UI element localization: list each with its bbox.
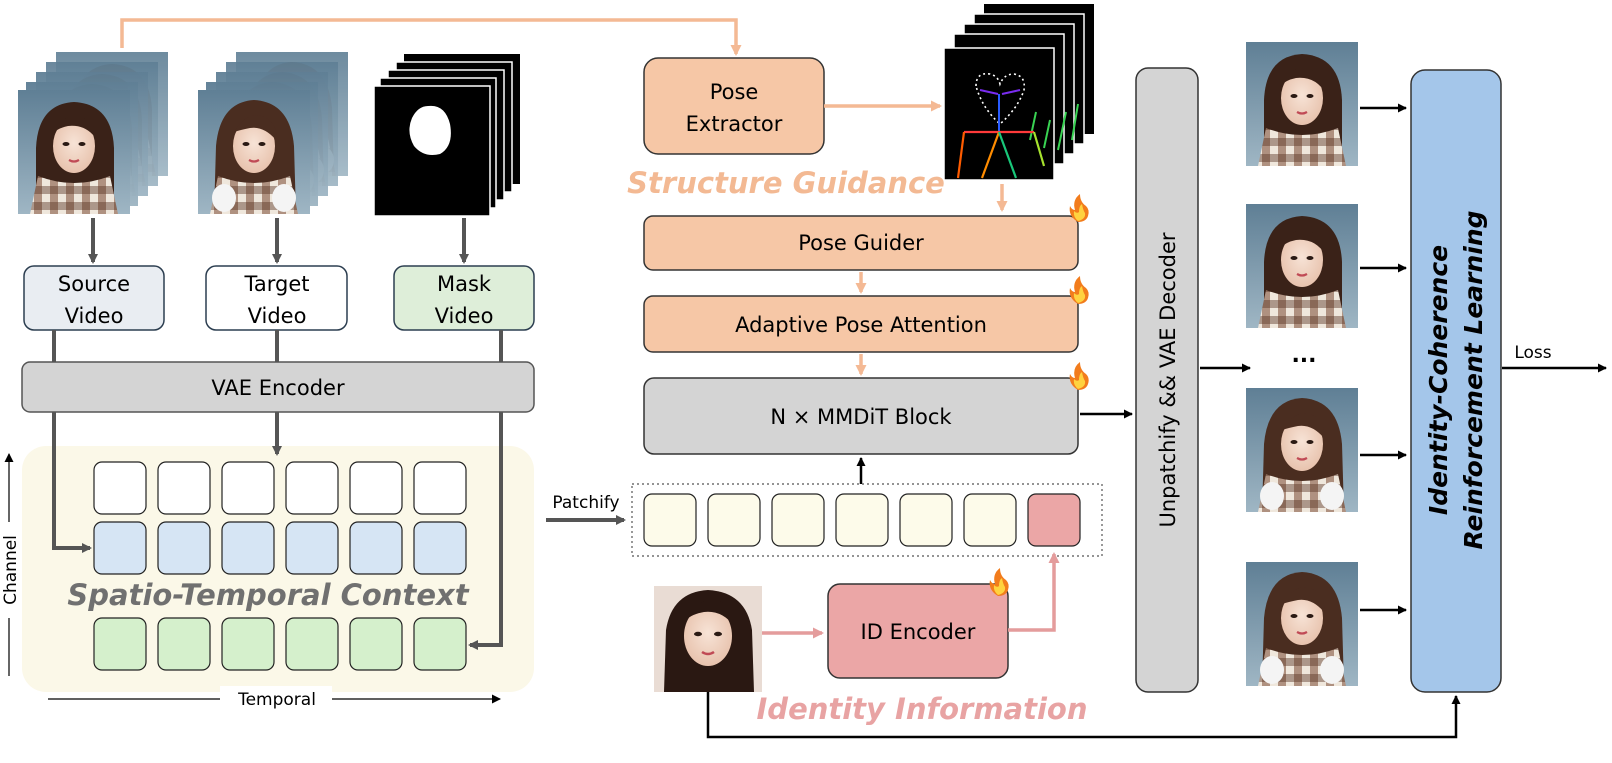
context-cell: [413, 617, 467, 671]
rl-label-line2: Reinforcement Learning: [1459, 210, 1488, 549]
output-frames: ...: [1244, 40, 1360, 688]
context-cell: [285, 617, 339, 671]
token-cell: [707, 493, 761, 547]
id-encoder-box: ID Encoder: [827, 583, 1009, 679]
context-row-green: [93, 617, 467, 671]
source-latent-arrow: [52, 412, 92, 553]
adaptive-pose-attention-box: Adaptive Pose Attention: [643, 295, 1079, 353]
context-cell: [349, 461, 403, 515]
mask-video-frames: [373, 54, 520, 217]
pose-extractor-line2: Extractor: [686, 112, 783, 136]
context-cell: [157, 461, 211, 515]
face-to-rl-arrow: [706, 692, 1461, 739]
mask-label-line2: Video: [435, 304, 494, 328]
outputs-ellipsis: ...: [1291, 343, 1316, 368]
context-grid: [93, 461, 467, 671]
context-panel: [22, 446, 534, 692]
context-cell: [349, 617, 403, 671]
context-label: Spatio-Temporal Context: [67, 578, 469, 612]
context-cell: [157, 521, 211, 575]
id-token-cell: [1027, 493, 1081, 547]
context-row-blue: [93, 521, 467, 575]
source-to-pose-arrow: [120, 18, 742, 56]
rl-label-line1: Identity-Coherence: [1424, 245, 1453, 515]
adaptive-attention-label: Adaptive Pose Attention: [735, 313, 987, 337]
target-video-box: Target Video: [205, 265, 348, 331]
output-frame: [1244, 40, 1360, 168]
token-cell: [643, 493, 697, 547]
mmdit-block-box: N × MMDiT Block: [643, 377, 1079, 455]
context-cell: [221, 617, 275, 671]
id-encoder-label: ID Encoder: [861, 620, 976, 644]
identity-rl-box: Identity-Coherence Reinforcement Learnin…: [1410, 69, 1502, 693]
identity-information-label: Identity Information: [757, 692, 1088, 726]
target-video-frames: [196, 50, 350, 216]
context-cell: [413, 461, 467, 515]
pose-guider-box: Pose Guider: [643, 215, 1079, 271]
target-label-line1: Target: [244, 272, 310, 296]
target-label-line2: Video: [248, 304, 307, 328]
context-cell: [285, 461, 339, 515]
token-sequence: [631, 483, 1103, 557]
source-video-frames: [16, 50, 170, 216]
temporal-axis-label: Temporal: [237, 690, 316, 710]
pose-extractor-line1: Pose: [710, 80, 759, 104]
token-cell: [963, 493, 1017, 547]
context-row-white: [93, 461, 467, 515]
output-frame: [1244, 386, 1360, 514]
mask-latent-arrow: [468, 412, 503, 650]
id-encoder-to-token-arrow: [1008, 552, 1060, 632]
token-cell: [899, 493, 953, 547]
reference-face-image: [654, 586, 762, 692]
structure-guidance-label: Structure Guidance: [627, 166, 945, 200]
patchify-label: Patchify: [552, 493, 619, 513]
context-cell: [221, 521, 275, 575]
mask-label-line1: Mask: [437, 272, 492, 296]
source-label-line1: Source: [58, 272, 130, 296]
mask-video-box: Mask Video: [393, 265, 535, 331]
token-cell: [771, 493, 825, 547]
output-frame: [1244, 560, 1360, 688]
vae-encoder-label: VAE Encoder: [211, 376, 345, 400]
token-cell: [835, 493, 889, 547]
source-video-box: Source Video: [23, 265, 165, 331]
pose-skeleton-frames: [943, 4, 1094, 181]
context-cell: [349, 521, 403, 575]
pose-extractor-box: Pose Extractor: [643, 57, 825, 155]
vae-encoder-box: VAE Encoder: [21, 361, 535, 413]
vae-decoder-box: Unpatchify && VAE Decoder: [1135, 67, 1199, 693]
context-cell: [285, 521, 339, 575]
context-cell: [93, 461, 147, 515]
context-cell: [221, 461, 275, 515]
output-frame: [1244, 202, 1360, 330]
mmdit-block-label: N × MMDiT Block: [770, 405, 952, 429]
channel-axis-label: Channel: [1, 535, 21, 605]
pose-guider-label: Pose Guider: [798, 231, 924, 255]
vae-decoder-label: Unpatchify && VAE Decoder: [1156, 232, 1180, 527]
context-cell: [157, 617, 211, 671]
context-cell: [93, 617, 147, 671]
source-label-line2: Video: [65, 304, 124, 328]
context-cell: [93, 521, 147, 575]
loss-label: Loss: [1514, 343, 1551, 363]
context-cell: [413, 521, 467, 575]
